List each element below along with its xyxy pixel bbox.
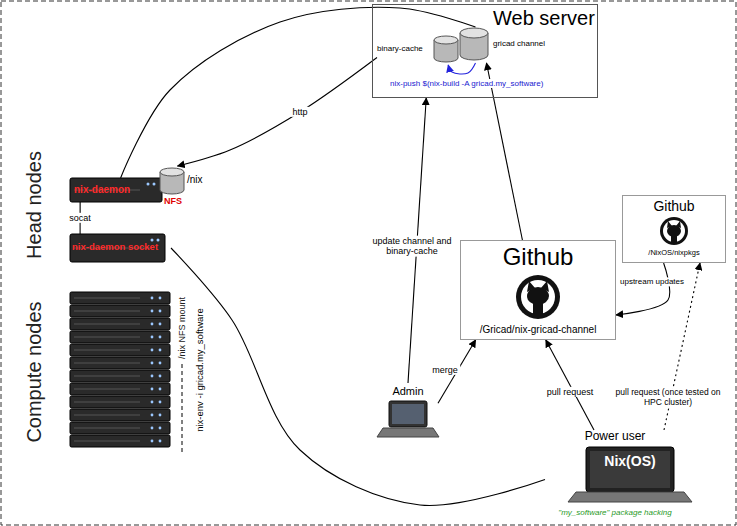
node-text: nix-push $(nix-build -A gricad.my_softwa… bbox=[388, 79, 545, 88]
nfs-storage: /nixNFS bbox=[160, 166, 210, 210]
edge-label: upstream updates bbox=[618, 277, 686, 286]
compute-server bbox=[70, 409, 170, 421]
edge-label: nix-env -i gricad.my_software bbox=[195, 306, 206, 434]
head-node: nix-daemon bbox=[70, 178, 162, 202]
edge-label: update channel and binary-cache bbox=[364, 236, 460, 257]
github-box: Github/NixOS/nixpkgs bbox=[622, 195, 726, 263]
node-text: nix-daemon bbox=[74, 184, 130, 196]
database-icon bbox=[434, 36, 458, 62]
node-text: nix-daemon socket bbox=[72, 242, 158, 253]
edge-label: pull request (once tested on HPC cluster… bbox=[606, 388, 730, 408]
group-heading: Compute nodes bbox=[23, 301, 46, 442]
compute-server bbox=[70, 396, 170, 408]
compute-server bbox=[70, 292, 170, 304]
database-icon bbox=[460, 28, 488, 60]
compute-server bbox=[70, 305, 170, 317]
compute-server bbox=[70, 331, 170, 343]
group-heading: Head nodes bbox=[23, 151, 46, 259]
github-logo bbox=[516, 275, 560, 319]
database-icon bbox=[160, 168, 184, 194]
user-laptop: Power userNix(OS) "my_software" package h… bbox=[545, 430, 685, 520]
admin-laptop: Admin bbox=[378, 383, 438, 441]
node-text: /nix bbox=[187, 174, 203, 186]
node-text: Admin bbox=[392, 385, 423, 398]
node-text: binary-cache bbox=[377, 44, 423, 53]
connector bbox=[448, 63, 475, 74]
node-text: Github bbox=[503, 243, 574, 271]
database: binary-cache bbox=[377, 35, 466, 65]
github-box: Github/Gricad/nix-gricad-channel bbox=[460, 240, 616, 340]
connector bbox=[171, 248, 545, 505]
compute-server bbox=[70, 383, 170, 395]
database: gricad channel bbox=[459, 27, 569, 63]
node-text: /Gricad/nix-gricad-channel bbox=[480, 324, 597, 336]
mount-line bbox=[182, 364, 183, 452]
github-logo bbox=[660, 217, 688, 245]
head-server bbox=[70, 178, 162, 202]
edge-label: socat bbox=[67, 213, 93, 223]
compute-server bbox=[70, 370, 170, 382]
compute-server bbox=[70, 318, 170, 330]
node-text: Nix(OS) bbox=[586, 453, 674, 469]
connector bbox=[487, 63, 523, 240]
head-node: nix-daemon socket bbox=[70, 234, 171, 262]
server-box: Web server nix-push $(nix-build -A gricad… bbox=[372, 4, 598, 98]
head-server bbox=[70, 234, 165, 262]
node-text: "my_software" package hacking bbox=[558, 508, 671, 517]
compute-rack bbox=[70, 292, 170, 447]
laptop-icon bbox=[568, 447, 692, 502]
node-text: Web server bbox=[493, 7, 595, 30]
connector bbox=[546, 340, 594, 430]
compute-server bbox=[70, 344, 170, 356]
compute-server bbox=[70, 422, 170, 434]
compute-server bbox=[70, 357, 170, 369]
connector bbox=[178, 58, 378, 167]
edge-label: merge bbox=[430, 365, 460, 375]
node-text: Power user bbox=[585, 430, 646, 444]
node-text: /NixOS/nixpkgs bbox=[648, 249, 699, 258]
connector bbox=[616, 263, 670, 315]
mount-label: /nix NFS mount bbox=[177, 297, 187, 359]
node-text: NFS bbox=[164, 196, 182, 206]
edge-label: http bbox=[290, 107, 309, 117]
edge-label: pull request bbox=[545, 387, 596, 397]
compute-server bbox=[70, 435, 170, 447]
node-text: gricad channel bbox=[493, 39, 545, 48]
node-text: Github bbox=[653, 198, 694, 214]
laptop-icon bbox=[377, 401, 439, 437]
